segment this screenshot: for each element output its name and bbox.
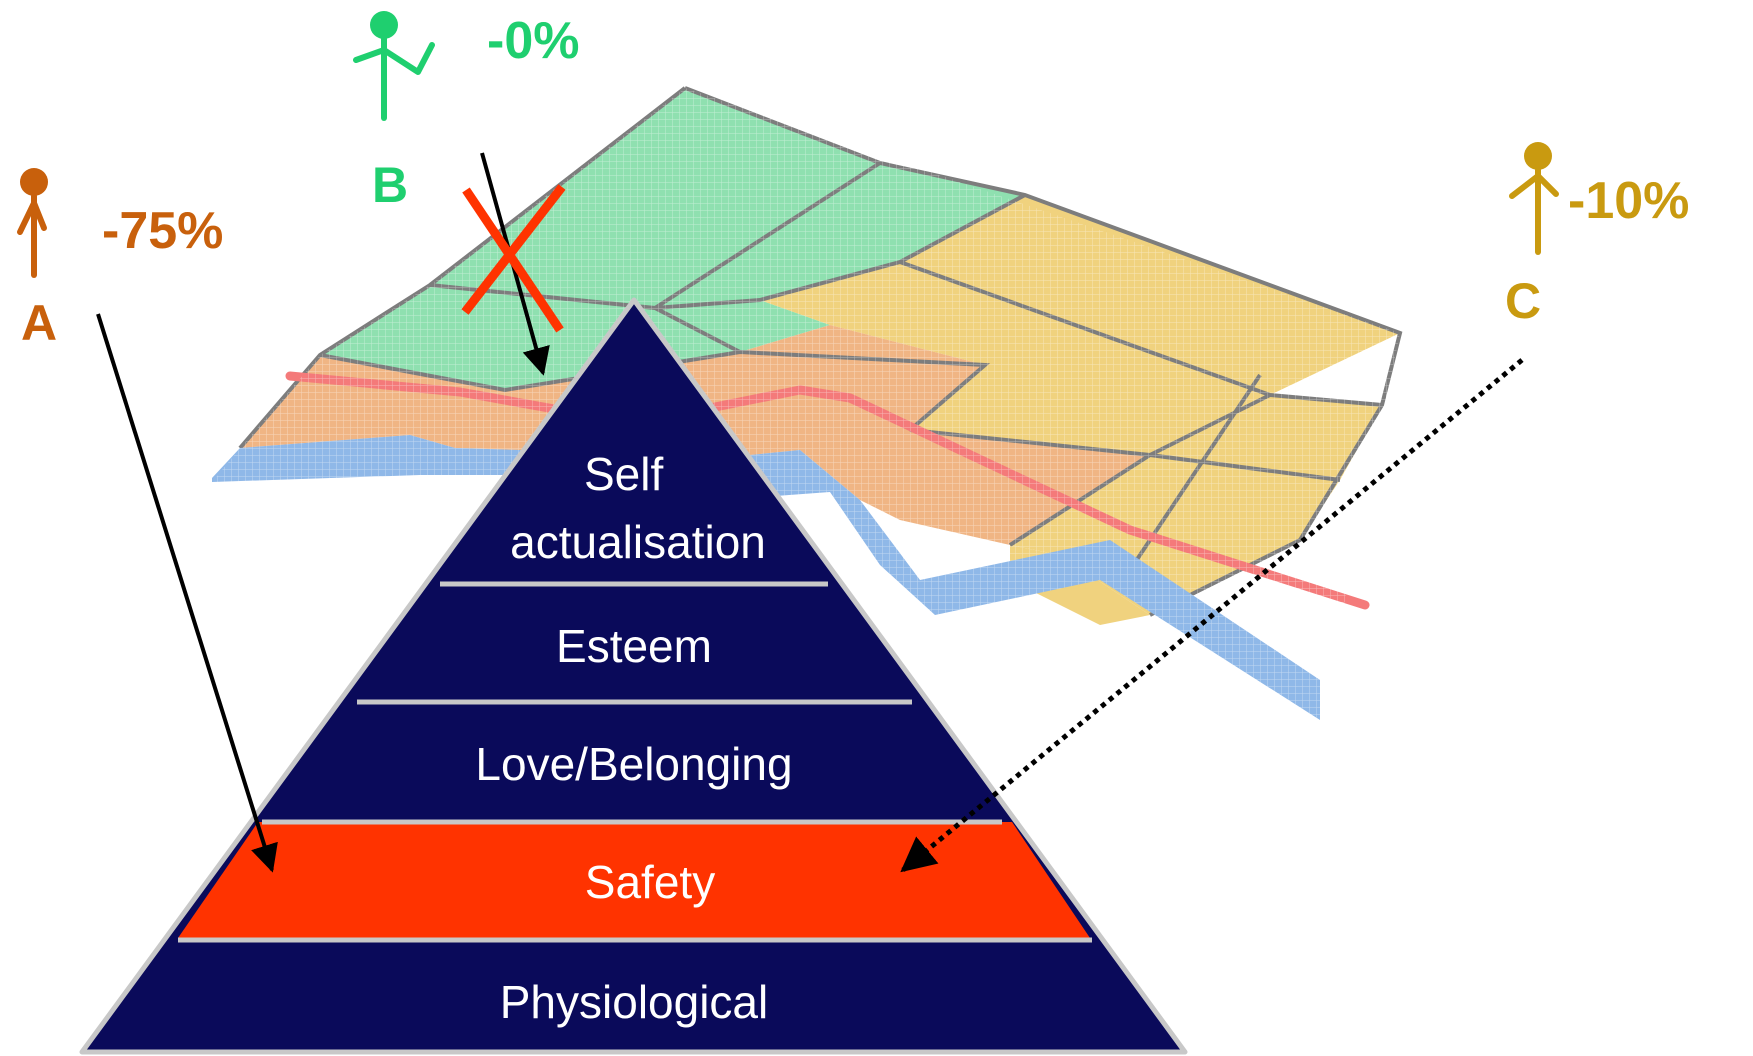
- pyramid-layer-love-belonging: Love/Belonging: [475, 738, 792, 790]
- person-a-letter: A: [21, 295, 57, 351]
- arrow-c-to-safety: [900, 358, 1524, 873]
- person-c-change: -10%: [1568, 172, 1689, 230]
- pyramid-layer-self-actualisation: Self actualisation: [510, 448, 766, 568]
- person-waving-icon: [353, 11, 435, 121]
- pyramid-layer-safety: Safety: [585, 856, 715, 908]
- person-b-change: -0%: [487, 12, 579, 70]
- person-a-change: -75%: [102, 202, 223, 260]
- person-a: A -75%: [17, 168, 223, 351]
- person-icon: [17, 168, 48, 278]
- person-c-letter: C: [1505, 273, 1541, 329]
- pyramid-layer-esteem: Esteem: [556, 620, 712, 672]
- blocked-cross-icon: [461, 184, 566, 333]
- person-b: B -0%: [353, 11, 579, 213]
- pyramid-layer-self-actualisation-line1: Self: [584, 448, 663, 500]
- arrow-a-to-safety: [96, 313, 278, 873]
- pyramid-layer-self-actualisation-line2: actualisation: [510, 516, 766, 568]
- pyramid-layer-physiological: Physiological: [500, 976, 768, 1028]
- person-c: C -10%: [1505, 142, 1689, 329]
- pyramid-layer-dividers: [178, 581, 1092, 943]
- person-b-letter: B: [372, 157, 408, 213]
- pyramid-layer-safety-band: [178, 822, 1090, 938]
- person-icon: [1509, 142, 1559, 255]
